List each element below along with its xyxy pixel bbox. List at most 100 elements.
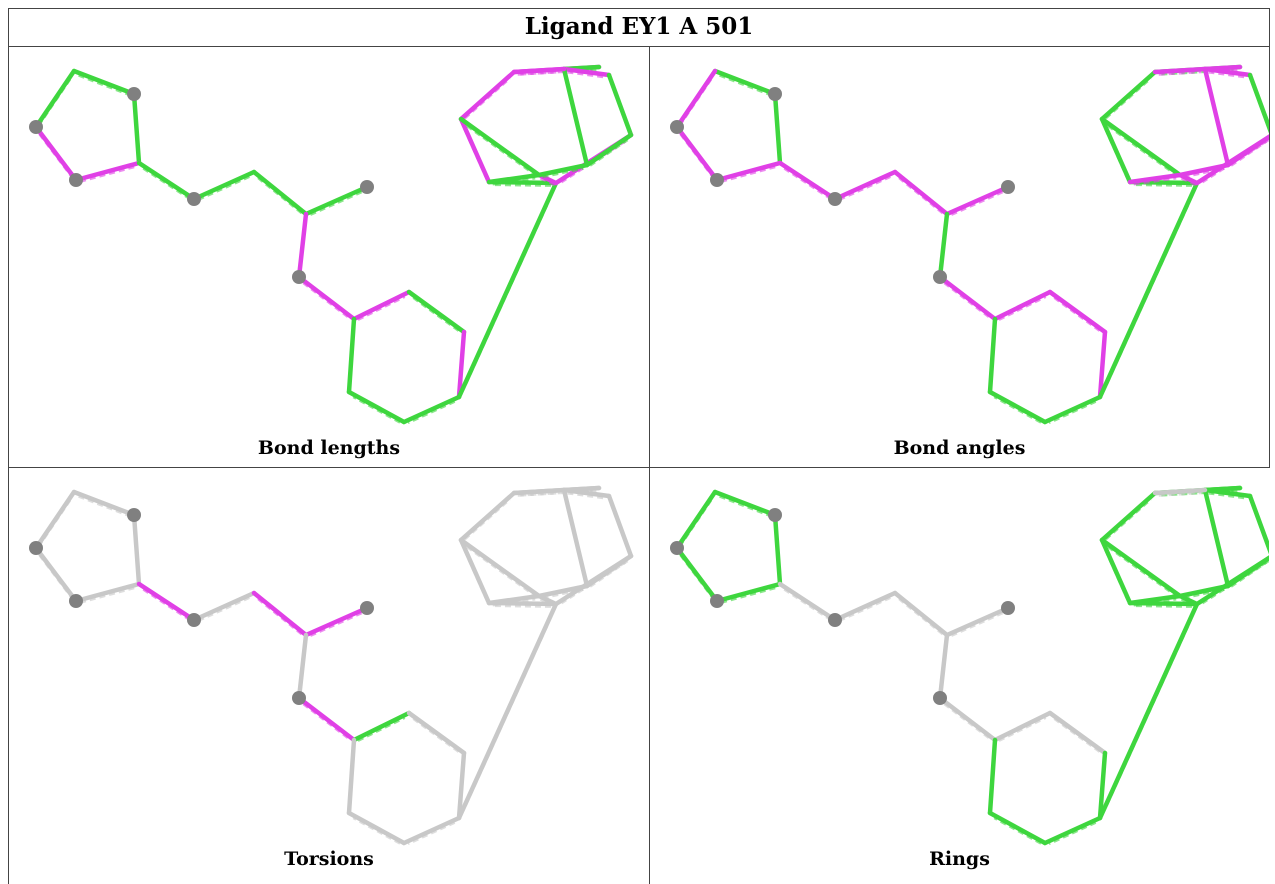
panel-bond-angles: Bond angles [650, 47, 1269, 467]
bond [33, 124, 79, 183]
right-border [1269, 8, 1270, 468]
bond [992, 289, 1053, 322]
bond-inner-dash [198, 176, 250, 201]
bond [1047, 710, 1108, 756]
bond-inner-dash [412, 718, 461, 754]
bond [1099, 116, 1183, 178]
bond-inner-dash [939, 642, 948, 697]
bond-inner-dash [517, 492, 561, 497]
bond [714, 581, 783, 604]
bond [987, 389, 1048, 425]
torsions-structure-image [29, 485, 634, 846]
bond-inner-dash [993, 396, 1042, 424]
bond-inner-dash [1135, 605, 1192, 608]
bond-inner-dash [1205, 78, 1228, 162]
bond-inner-dash [466, 546, 534, 596]
bond-inner-dash [839, 597, 891, 622]
bond-inner-dash [989, 327, 996, 390]
bond-inner-dash [78, 74, 130, 97]
bond [73, 160, 142, 183]
bond [401, 815, 462, 846]
bond [1042, 815, 1103, 846]
bond-inner-dash [198, 597, 250, 622]
bond-inner-dash [464, 77, 511, 120]
bond-inner-dash [465, 622, 550, 806]
bond-inner-dash [407, 400, 456, 425]
bond-inner-dash [1107, 125, 1175, 175]
bond-inner-dash [609, 82, 631, 134]
bond [33, 68, 77, 130]
bond [406, 289, 467, 335]
bond-inner-dash [839, 176, 891, 201]
atom-sphere [670, 541, 684, 555]
bond [561, 487, 612, 499]
row-divider [8, 467, 1270, 468]
bond-inner-dash [719, 74, 771, 97]
bond-inner-dash [1183, 588, 1225, 600]
atom-sphere [710, 594, 724, 608]
bond-inner-dash [1208, 492, 1247, 500]
panel-rings: Rings [650, 468, 1269, 884]
bond [456, 601, 559, 821]
atom-sphere [69, 173, 83, 187]
atom-sphere [670, 120, 684, 134]
bond [777, 160, 838, 202]
bond-inner-dash [539, 598, 556, 608]
bond-inner-dash [142, 167, 191, 201]
bond-inner-dash [1133, 177, 1177, 186]
bond [944, 184, 1011, 217]
bond [1202, 487, 1253, 499]
bond [511, 487, 567, 496]
bond-inner-dash [1053, 718, 1102, 754]
bond-inner-dash [517, 71, 561, 76]
bond-inner-dash [998, 717, 1047, 742]
bond [1225, 134, 1269, 168]
rings-structure-image [670, 485, 1269, 846]
bond-inner-dash [1133, 598, 1177, 607]
bond-inner-dash [352, 817, 401, 845]
bond [674, 124, 720, 183]
bond [777, 581, 838, 623]
bond-angles-caption: Bond angles [893, 437, 1026, 459]
ligand-figure-table: Ligand EY1 A 501 Bond lengths Bond angle… [8, 8, 1270, 884]
bond-inner-dash [609, 503, 631, 555]
bond-inner-dash [589, 139, 629, 167]
bond [1225, 555, 1269, 589]
bond-inner-dash [494, 184, 551, 187]
atom-sphere [360, 601, 374, 615]
bond-inner-dash [302, 282, 351, 320]
bond-inner-dash [783, 167, 832, 201]
bond [1202, 66, 1253, 78]
bond [606, 72, 634, 138]
bond [606, 493, 634, 559]
bond-inner-dash [1180, 177, 1197, 187]
bond [674, 489, 718, 551]
bond [892, 169, 950, 217]
bond-inner-dash [539, 177, 556, 187]
bond-inner-dash [898, 598, 944, 636]
bond [136, 160, 197, 202]
bond-inner-dash [348, 327, 355, 390]
bond-inner-dash [1230, 560, 1269, 588]
bond-inner-dash [1183, 167, 1225, 179]
bond-inner-dash [564, 78, 587, 162]
bond [346, 389, 407, 425]
bond [33, 489, 77, 551]
bond-inner-dash [1106, 201, 1191, 385]
bond [486, 593, 542, 606]
bond [1047, 289, 1108, 335]
bond [458, 537, 542, 599]
bond [251, 169, 309, 217]
bond [1097, 180, 1200, 400]
bond-inner-dash [998, 296, 1047, 321]
bond [1152, 487, 1208, 496]
bond-inner-dash [567, 492, 606, 500]
bond [486, 172, 542, 185]
bond [561, 66, 612, 78]
bond [296, 695, 357, 743]
bond-inner-dash [951, 612, 1004, 637]
title-divider [8, 46, 1270, 47]
atom-sphere [1001, 601, 1015, 615]
bond-inner-dash [943, 282, 992, 320]
bond [406, 710, 467, 756]
